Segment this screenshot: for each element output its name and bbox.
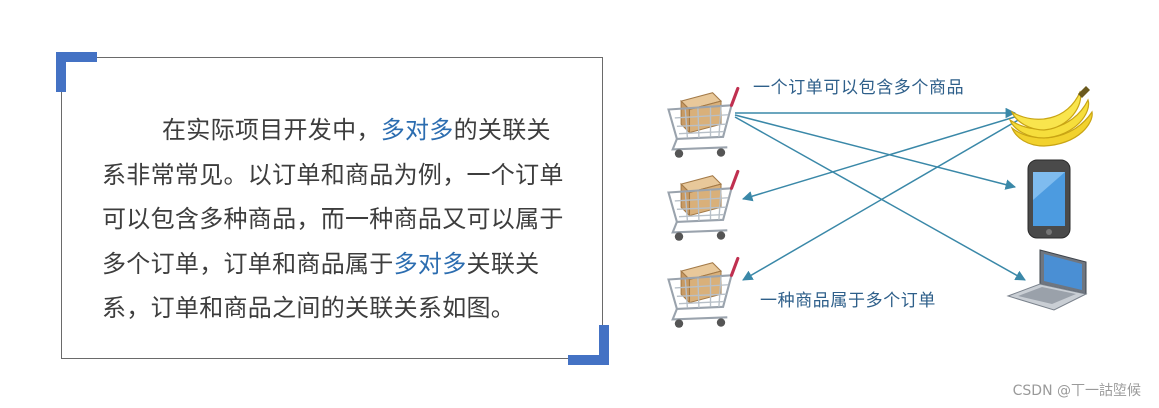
caption-product-belongs-orders: 一种商品属于多个订单 [760, 291, 936, 311]
caption-order-contains-products: 一个订单可以包含多个商品 [753, 78, 965, 98]
description-paragraph: 在实际项目开发中，多对多的关联关系非常常见。以订单和商品为例，一个订单可以包含多… [102, 108, 572, 331]
paragraph-text-2: 的关联关系非常常见。以订单和商品为例，一个订单可以包含多种商品，而一种商品又可以… [102, 116, 564, 278]
banana-icon [1008, 86, 1093, 147]
watermark: CSDN @丅一詁埅候 [1012, 383, 1141, 399]
shopping-cart-icon [666, 86, 740, 160]
many-to-many-diagram [666, 86, 1093, 330]
laptop-icon [1006, 249, 1088, 311]
shopping-cart-icon [666, 169, 740, 243]
arrow-product1-order2 [741, 115, 1019, 202]
paragraph-text-1: 在实际项目开发中， [162, 116, 381, 144]
arrow-product1-order3 [742, 118, 1021, 281]
corner-accent-top-left-vertical [56, 52, 66, 92]
text-frame [61, 57, 603, 359]
highlight-many-to-many-2: 多对多 [393, 249, 467, 278]
paragraph-text-3: 关联关系，订单和商品之间的关联关系如图。 [102, 249, 540, 323]
corner-accent-top-left [56, 52, 97, 62]
arrow-order1-product2 [734, 114, 1017, 190]
mobile-phone-icon [1027, 159, 1071, 239]
corner-accent-bottom-right [568, 355, 609, 365]
corner-accent-bottom-right-vertical [599, 325, 609, 365]
shopping-cart-icon [666, 256, 740, 330]
highlight-many-to-many: 多对多 [380, 116, 454, 144]
arrow-order1-product3 [734, 116, 1026, 281]
arrows-group [734, 107, 1026, 281]
